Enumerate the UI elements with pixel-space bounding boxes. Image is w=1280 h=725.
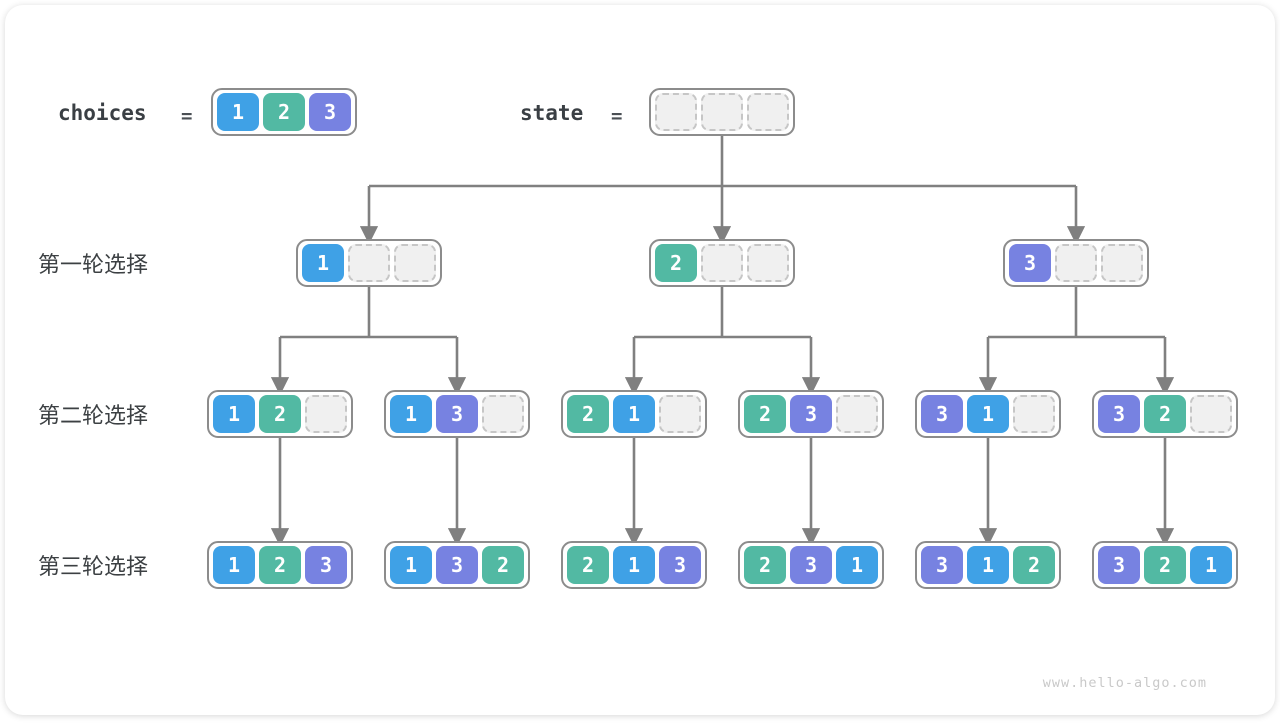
empty-cell	[394, 244, 436, 282]
value-cell: 2	[259, 395, 301, 433]
value-cell: 1	[836, 546, 878, 584]
empty-cell	[482, 395, 524, 433]
value-cell: 2	[567, 546, 609, 584]
empty-cell	[747, 93, 789, 131]
value-cell: 3	[436, 395, 478, 433]
value-cell: 1	[217, 93, 259, 131]
value-cell: 2	[259, 546, 301, 584]
value-cell: 3	[659, 546, 701, 584]
value-cell: 3	[921, 395, 963, 433]
state-box: 1	[296, 239, 442, 287]
round-2-label: 第二轮选择	[38, 403, 149, 428]
empty-cell	[655, 93, 697, 131]
empty-cell	[1190, 395, 1232, 433]
empty-cell	[659, 395, 701, 433]
value-cell: 1	[967, 546, 1009, 584]
empty-cell	[348, 244, 390, 282]
value-cell: 1	[613, 546, 655, 584]
value-cell: 2	[482, 546, 524, 584]
empty-cell	[1013, 395, 1055, 433]
value-cell: 2	[1144, 395, 1186, 433]
value-cell: 2	[567, 395, 609, 433]
empty-cell	[836, 395, 878, 433]
value-cell: 2	[1013, 546, 1055, 584]
value-cell: 1	[1190, 546, 1232, 584]
state-box: 3	[1003, 239, 1149, 287]
value-cell: 3	[305, 546, 347, 584]
empty-cell	[747, 244, 789, 282]
state-box	[649, 88, 795, 136]
value-cell: 3	[436, 546, 478, 584]
value-cell: 1	[967, 395, 1009, 433]
value-cell: 1	[213, 546, 255, 584]
tree-connectors	[270, 136, 1175, 547]
empty-cell	[701, 93, 743, 131]
empty-cell	[1101, 244, 1143, 282]
state-box: 2	[649, 239, 795, 287]
choices-label: choices	[58, 101, 147, 125]
state-equals: =	[611, 105, 623, 127]
value-cell: 1	[302, 244, 344, 282]
value-cell: 1	[390, 546, 432, 584]
value-cell: 2	[744, 395, 786, 433]
value-cell: 2	[655, 244, 697, 282]
empty-cell	[305, 395, 347, 433]
value-cell: 3	[921, 546, 963, 584]
state-label: state	[520, 101, 584, 125]
value-cell: 2	[263, 93, 305, 131]
value-cell: 1	[613, 395, 655, 433]
value-cell: 3	[790, 546, 832, 584]
value-cell: 3	[309, 93, 351, 131]
value-cell: 1	[213, 395, 255, 433]
round-3-label: 第三轮选择	[38, 554, 149, 579]
value-cell: 3	[1098, 395, 1140, 433]
watermark: www.hello-algo.com	[1042, 675, 1207, 691]
value-cell: 3	[790, 395, 832, 433]
round-1-label: 第一轮选择	[38, 252, 149, 277]
value-cell: 1	[390, 395, 432, 433]
value-cell: 2	[744, 546, 786, 584]
choices-equals: =	[181, 105, 193, 127]
value-cell: 3	[1098, 546, 1140, 584]
value-cell: 2	[1144, 546, 1186, 584]
empty-cell	[701, 244, 743, 282]
empty-cell	[1055, 244, 1097, 282]
value-cell: 3	[1009, 244, 1051, 282]
